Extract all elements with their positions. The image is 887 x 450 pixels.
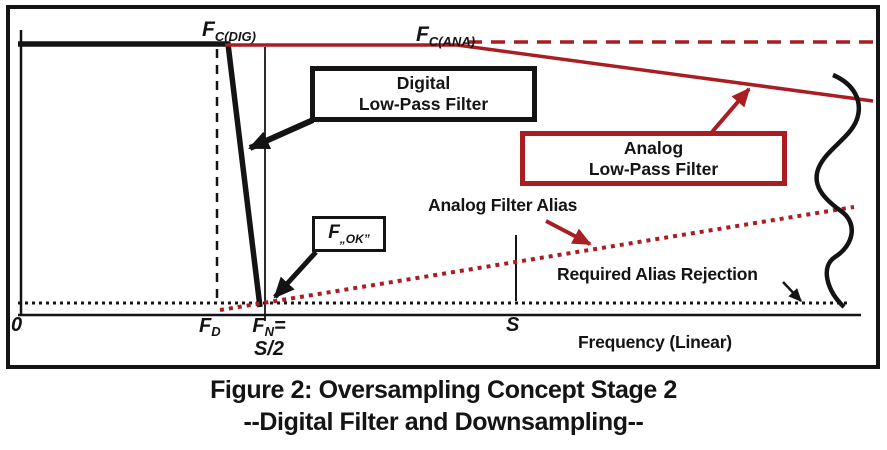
fok-callout-box: F„OK” (312, 216, 386, 252)
fc-ana-label: FC(ANA) (416, 23, 476, 49)
fc-dig-label: FC(DIG) (202, 18, 256, 44)
diagram-border (6, 5, 880, 369)
fok-arrow (273, 250, 318, 299)
tick-fn-line2: S/2 (253, 337, 285, 360)
digital-filter-callout-box: Digital Low-Pass Filter (310, 66, 537, 122)
analog-filter-label-line1: Analog (623, 137, 684, 158)
tick-s: S (506, 314, 520, 336)
figure-caption-line2: --Digital Filter and Downsampling-- (243, 408, 644, 436)
analog-alias-arrow (545, 219, 592, 246)
analog-filter-alias-label: Analog Filter Alias (428, 195, 578, 215)
figure-caption: Figure 2: Oversampling Concept Stage 2 -… (0, 374, 887, 438)
tick-fd: FD (199, 315, 221, 339)
analog-filter-arrow (710, 87, 751, 134)
analog-filter-curve (225, 43, 874, 103)
tick-zero: 0 (11, 314, 23, 336)
digital-filter-curve (18, 41, 263, 308)
signal-squiggle-curve (814, 72, 861, 309)
required-alias-rejection-arrow (782, 281, 802, 302)
figure-caption-line1: Figure 2: Oversampling Concept Stage 2 (210, 376, 677, 404)
digital-filter-label-line2: Low-Pass Filter (358, 94, 489, 114)
digital-filter-label-line1: Digital (396, 73, 451, 93)
digital-filter-arrow (248, 117, 315, 151)
required-alias-rejection-label: Required Alias Rejection (557, 264, 758, 284)
analog-filter-label-line2: Low-Pass Filter (588, 158, 719, 179)
x-axis-title: Frequency (Linear) (578, 332, 732, 352)
tick-fn: FN= S/2 (248, 316, 290, 360)
analog-filter-callout-box: Analog Low-Pass Filter (520, 131, 787, 186)
